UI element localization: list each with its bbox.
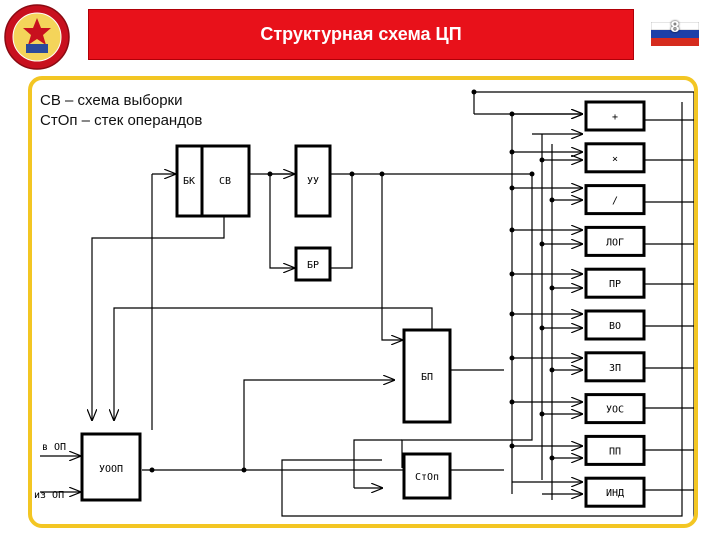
unit-block: + bbox=[584, 100, 646, 132]
title-bar: Структурная схема ЦП bbox=[88, 9, 634, 60]
unit-label: ИНД bbox=[606, 488, 624, 499]
unit-block: × bbox=[584, 142, 646, 174]
unit-box bbox=[584, 100, 646, 132]
emblem-logo bbox=[4, 4, 70, 70]
unit-label: ПР bbox=[609, 279, 621, 290]
unit-box bbox=[584, 267, 646, 299]
stop-block bbox=[402, 452, 452, 500]
unit-box bbox=[584, 184, 646, 216]
unit-box bbox=[584, 434, 646, 466]
slide-title: Структурная схема ЦП bbox=[260, 24, 462, 44]
unit-block: ЗП bbox=[584, 351, 646, 383]
unit-block: УОС bbox=[584, 393, 646, 425]
block-label-bk: БК bbox=[183, 176, 195, 187]
block-label-sv: СВ bbox=[219, 176, 231, 187]
unit-box bbox=[584, 393, 646, 425]
unit-block: ВО bbox=[584, 309, 646, 341]
br-block bbox=[294, 246, 332, 282]
unit-block: / bbox=[584, 184, 646, 216]
io-label-from-op: из ОП bbox=[34, 490, 64, 501]
block-label-uu: УУ bbox=[307, 176, 319, 187]
unit-box bbox=[584, 142, 646, 174]
unit-label: УОС bbox=[606, 405, 624, 416]
cpu-block-diagram: БК СВ УУ БР БП СтОп УООП в ОП из ОП + × / Л… bbox=[34, 89, 694, 524]
unit-label: ВО bbox=[609, 321, 621, 332]
unit-label: ЗП bbox=[609, 363, 621, 374]
block-label-uoop: УООП bbox=[99, 464, 123, 475]
io-label-to-op: в ОП bbox=[42, 442, 66, 453]
unit-label: / bbox=[612, 196, 618, 207]
unit-box bbox=[584, 309, 646, 341]
unit-label: × bbox=[612, 154, 618, 165]
unit-block: ЛОГ bbox=[584, 225, 646, 257]
legend-sv: СВ – схема выборки bbox=[40, 92, 183, 109]
unit-box bbox=[584, 225, 646, 257]
unit-label: ЛОГ bbox=[606, 237, 624, 248]
unit-label: ПП bbox=[609, 446, 621, 457]
russian-flag-icon bbox=[651, 22, 699, 46]
diagram-panel: СВ – схема выборки СтОп – стек операндов bbox=[28, 76, 698, 528]
block-label-br: БР bbox=[307, 260, 319, 271]
block-label-bp: БП bbox=[421, 372, 433, 383]
unit-box bbox=[584, 351, 646, 383]
slide-number: 8 bbox=[670, 19, 680, 36]
unit-label: + bbox=[612, 112, 618, 123]
block-label-stop: СтОп bbox=[415, 472, 439, 483]
unit-block: ПП bbox=[584, 434, 646, 466]
uu-block bbox=[294, 144, 332, 218]
legend-stop: СтОп – стек операндов bbox=[40, 112, 203, 129]
bk-sv-block bbox=[175, 144, 251, 218]
unit-block: ПР bbox=[584, 267, 646, 299]
unit-box bbox=[584, 476, 646, 508]
bp-block bbox=[402, 328, 452, 424]
unit-block: ИНД bbox=[584, 476, 646, 508]
junction-dots bbox=[149, 89, 555, 473]
functional-units: + × / ЛОГ ПР ВО ЗП УОС ПП ИНД bbox=[584, 100, 646, 508]
uoop-block bbox=[80, 432, 142, 502]
